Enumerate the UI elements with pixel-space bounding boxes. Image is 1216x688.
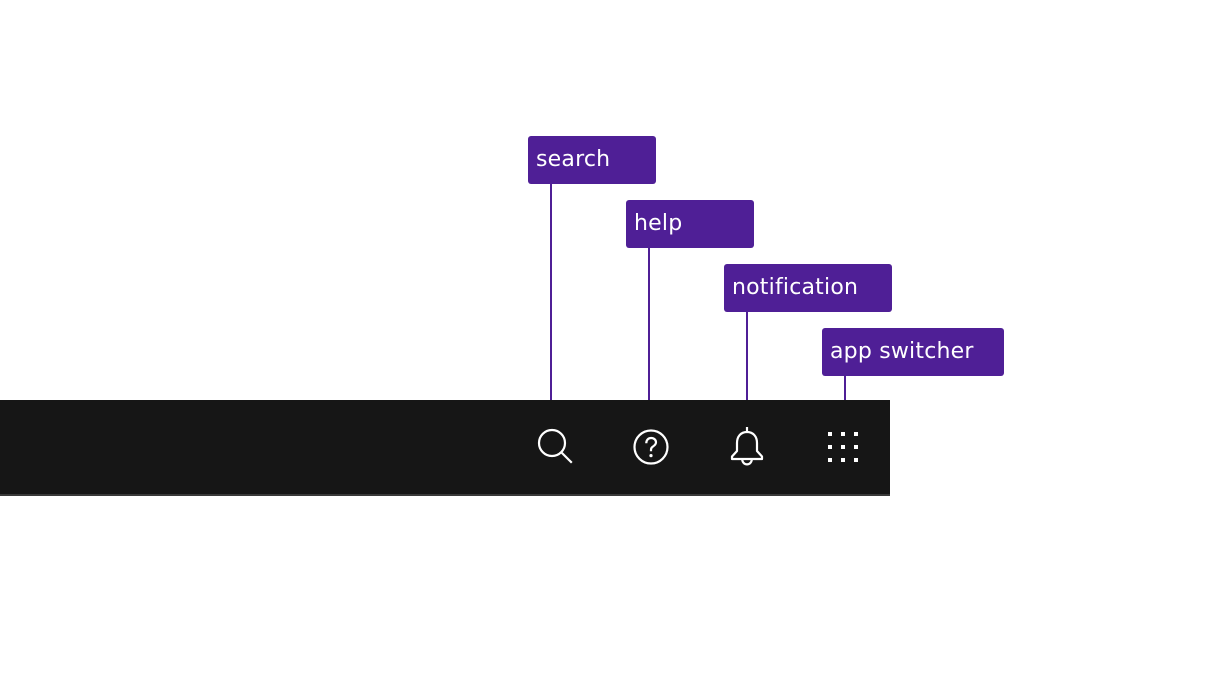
help-callout-line <box>648 248 650 400</box>
app-switcher-grid-icon <box>828 432 858 462</box>
help-button[interactable] <box>603 400 699 494</box>
search-icon <box>537 428 573 464</box>
help-callout-label: help <box>626 200 754 248</box>
bell-icon <box>730 427 764 466</box>
notification-button[interactable] <box>699 400 795 494</box>
search-callout-line <box>550 184 552 400</box>
notification-callout-label: notification <box>724 264 892 312</box>
app-switcher-callout-line <box>844 376 846 400</box>
notification-callout-line <box>746 312 748 400</box>
app-switcher-callout-label: app switcher <box>822 328 1004 376</box>
header-bar <box>0 400 890 496</box>
search-button[interactable] <box>507 400 603 494</box>
search-callout-label: search <box>528 136 656 184</box>
help-icon <box>633 429 669 465</box>
app-switcher-button[interactable] <box>795 400 891 494</box>
